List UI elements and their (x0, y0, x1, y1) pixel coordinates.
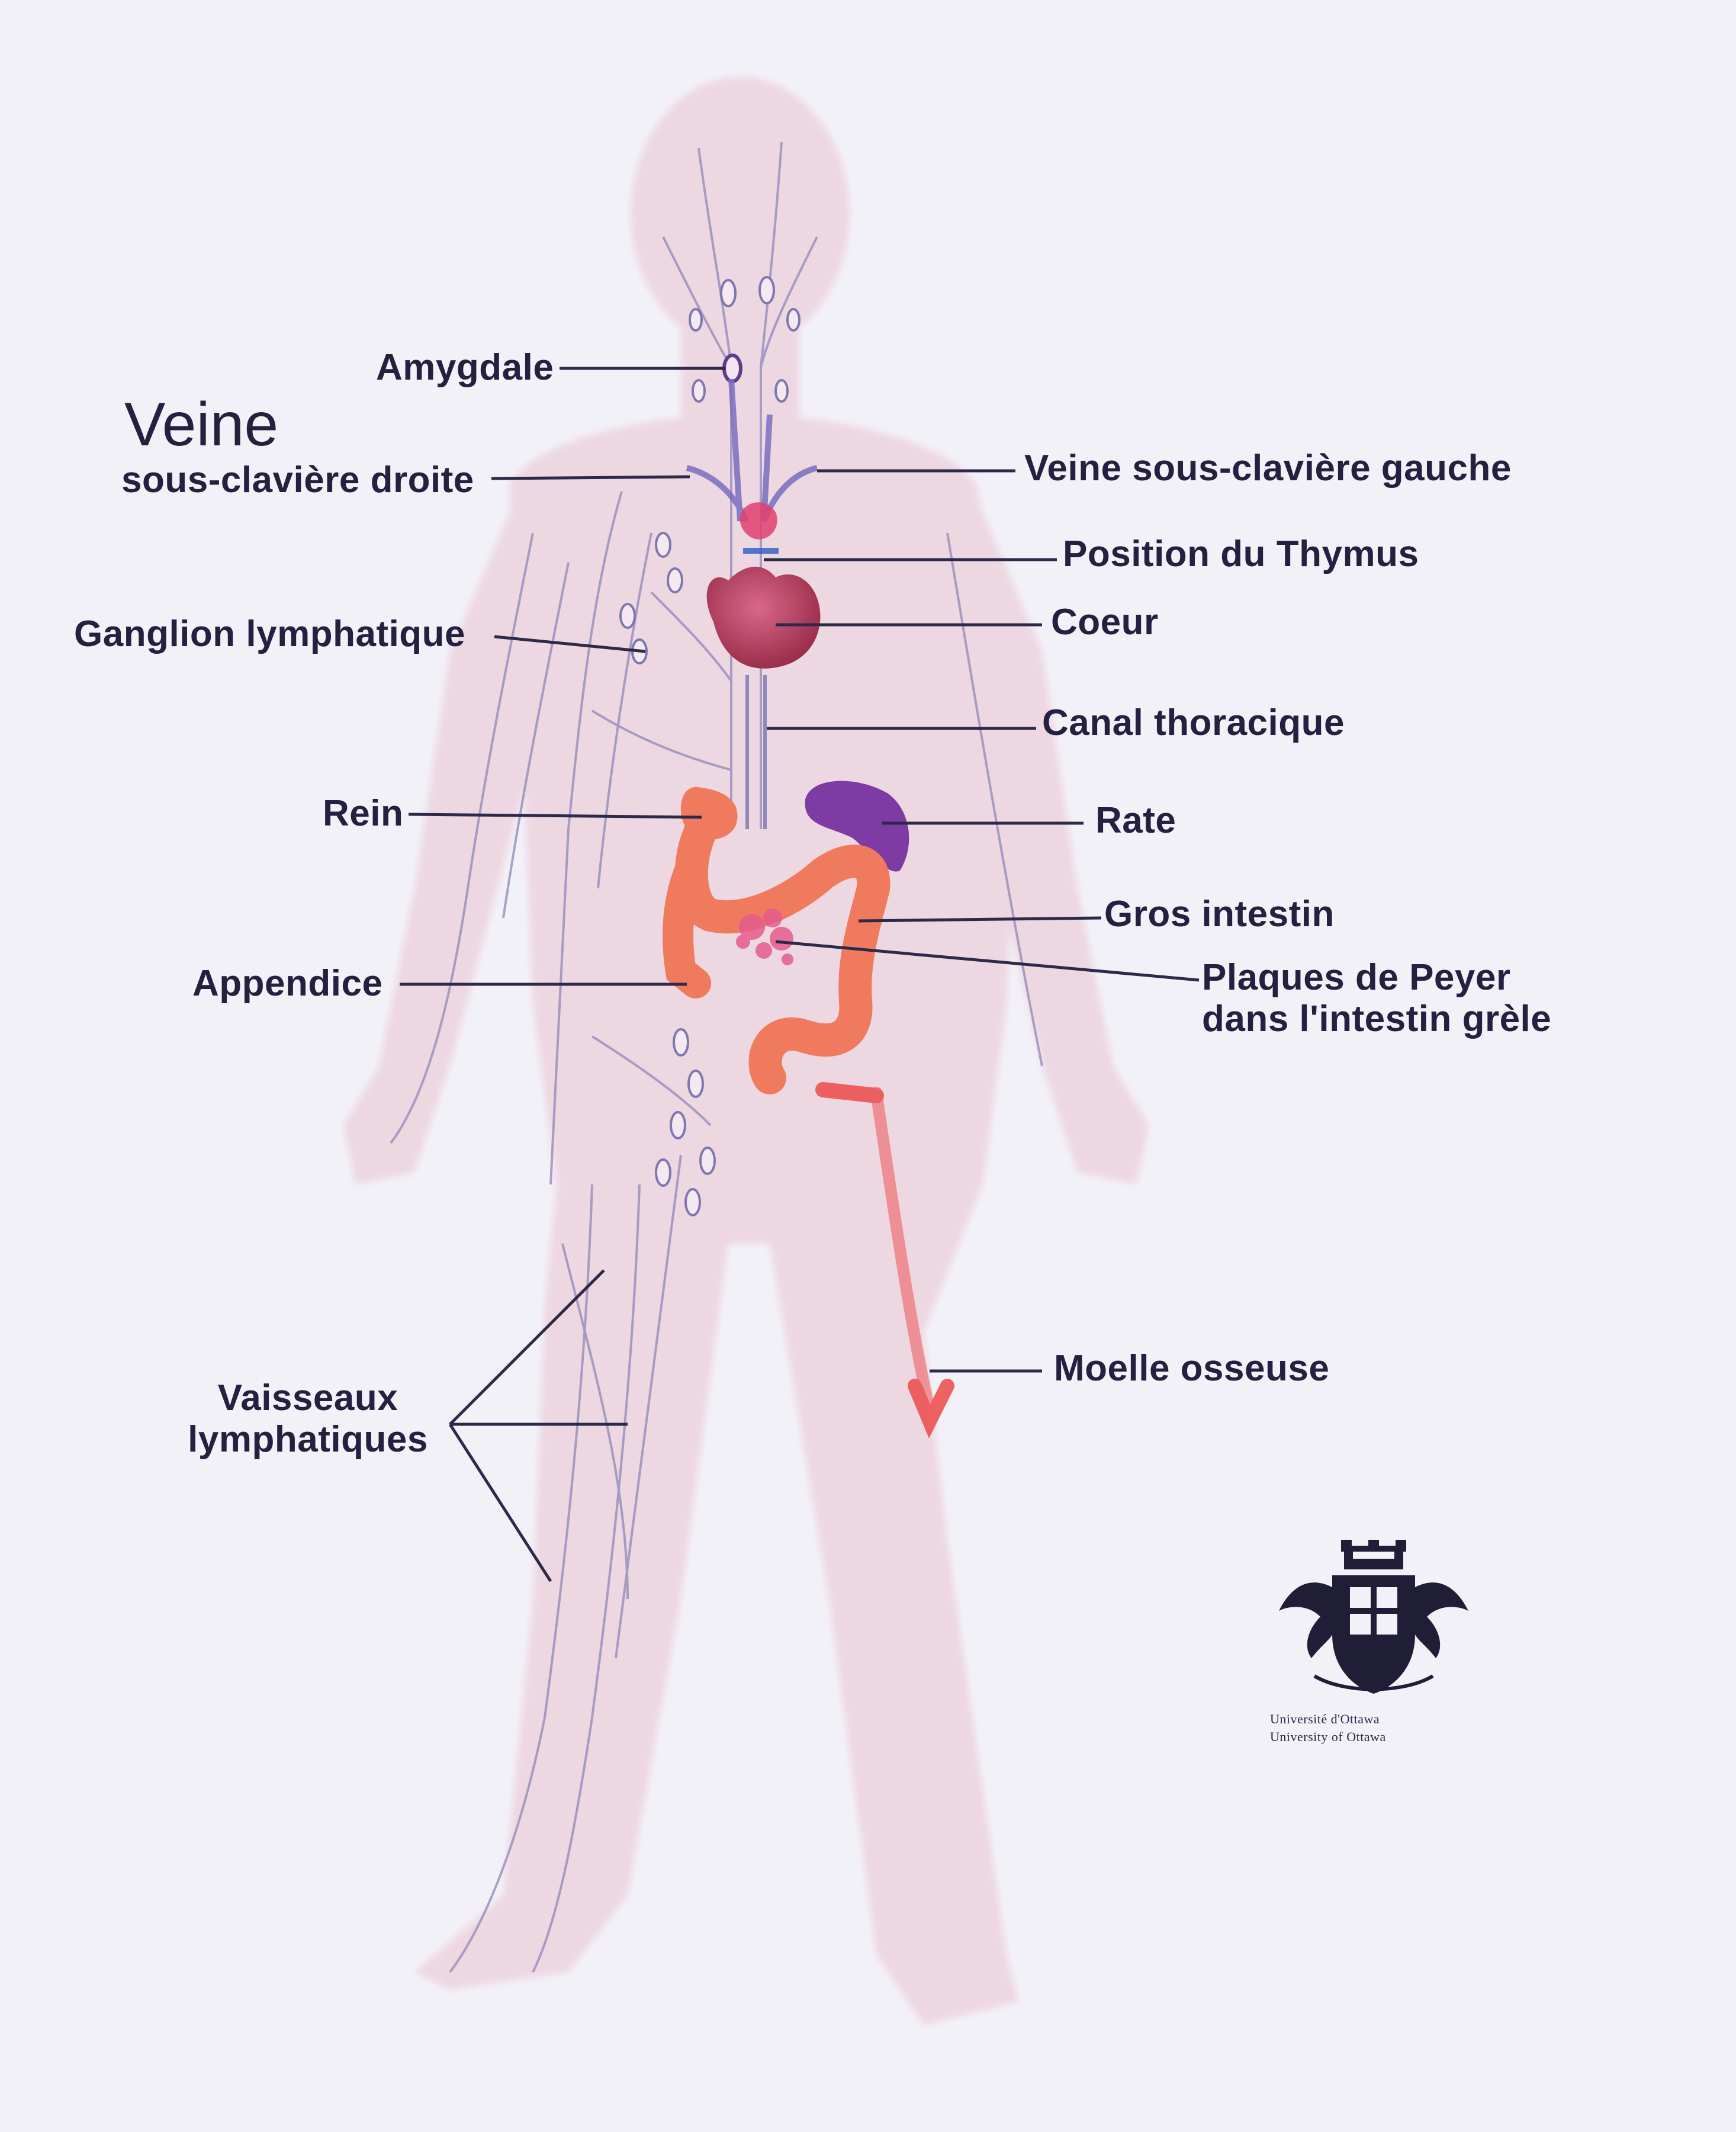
label-coeur: Coeur (1051, 602, 1159, 643)
tonsil-shape (722, 354, 742, 383)
spleen-shape (805, 781, 909, 872)
label-ganglion: Ganglion lymphatique (74, 614, 466, 654)
leader-rein (408, 813, 702, 819)
large-intestine-shape (674, 813, 890, 1094)
label-amygdale: Amygdale (376, 347, 554, 388)
label-vaisseaux-line2: lymphatiques (188, 1419, 428, 1460)
peyer-patches (736, 908, 793, 965)
label-veine-sous-claviere-gauche: Veine sous-clavière gauche (1024, 448, 1512, 489)
label-rate: Rate (1095, 800, 1176, 841)
label-gros-intestin: Gros intestin (1104, 894, 1335, 935)
leader-plaques (775, 940, 1200, 982)
label-vaisseaux-line1: Vaisseaux (217, 1378, 398, 1418)
leader-gros-intestin (858, 916, 1102, 923)
bone-marrow (815, 1082, 954, 1439)
leader-lines (400, 367, 1200, 1582)
label-position-thymus: Position du Thymus (1063, 534, 1419, 574)
thoracic-duct (745, 675, 767, 829)
appendix-shape (663, 855, 711, 998)
label-plaques-line1: Plaques de Peyer (1202, 957, 1511, 998)
label-rein: Rein (323, 793, 404, 834)
label-veine: Veine (124, 390, 279, 459)
leader-vaisseaux-3 (448, 1423, 552, 1582)
heart-shape (706, 566, 821, 669)
leader-sous-claviere-droite (491, 475, 690, 480)
crest-icon (1279, 1540, 1468, 1694)
university-crest-logo: Université d'Ottawa University of Ottawa (1255, 1534, 1492, 1771)
lymph-nodes (619, 276, 801, 1216)
logo-text-en: University of Ottawa (1270, 1729, 1386, 1744)
label-appendice: Appendice (192, 963, 383, 1004)
label-moelle-osseuse: Moelle osseuse (1054, 1348, 1330, 1389)
label-sous-claviere-droite: sous-clavière droite (121, 460, 474, 500)
thymus-shape (740, 502, 777, 540)
label-plaques-line2: dans l'intestin grèle (1202, 998, 1552, 1039)
logo-text-fr: Université d'Ottawa (1270, 1712, 1380, 1726)
label-canal-thoracique: Canal thoracique (1042, 702, 1345, 743)
leader-vaisseaux-1 (449, 1269, 605, 1425)
thymus-connector (743, 548, 779, 554)
leader-ganglion (494, 635, 646, 653)
